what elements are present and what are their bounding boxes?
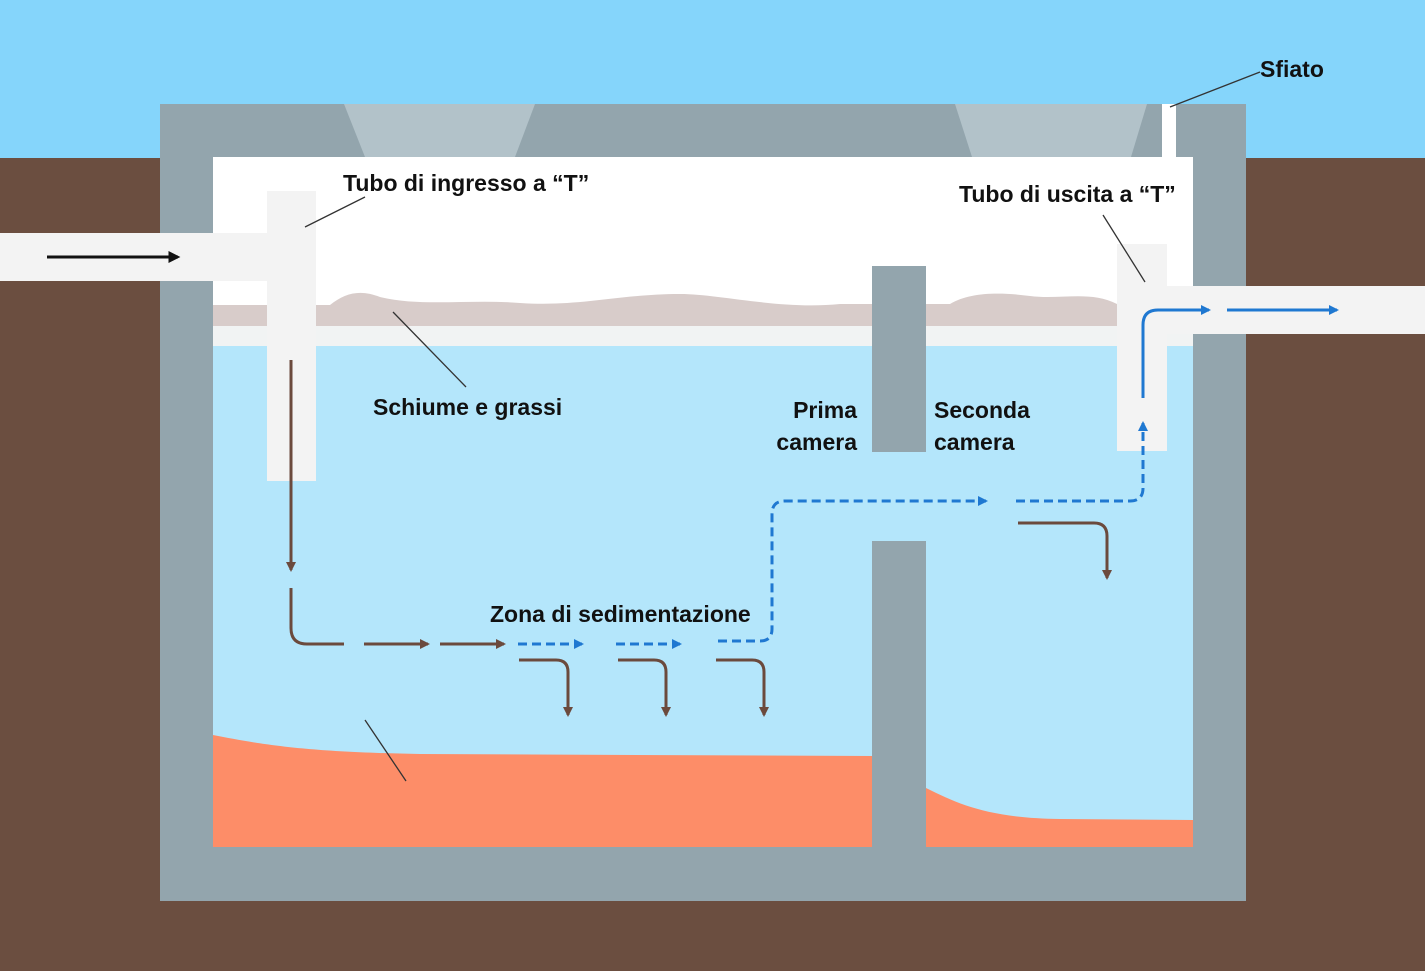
label-vent: Sfiato [1260, 56, 1324, 82]
brown-arrow-icon [519, 658, 573, 717]
brown-arrow-icon [1018, 521, 1112, 580]
vent-pipe [1162, 104, 1176, 289]
label-scum: Schiume e grassi [373, 394, 562, 420]
sludge-second-chamber [926, 788, 1193, 847]
leader-line-sludge [364, 719, 407, 782]
label-first-chamber-line2: camera [776, 429, 857, 455]
blue-arrow-icon [1141, 305, 1211, 398]
access-cover-left [344, 104, 535, 157]
blue-dashed-arrow-icon [718, 496, 988, 643]
access-cover-right [955, 104, 1147, 157]
leader-lines [304, 71, 1261, 782]
label-second-chamber-line2: camera [934, 429, 1015, 455]
baffle-wall-upper [872, 266, 926, 452]
solids-flow-arrows [286, 360, 1112, 717]
label-first-chamber-line1: Prima [793, 397, 857, 423]
brown-arrow-icon [716, 658, 769, 717]
surface-band [213, 326, 1193, 346]
blue-dashed-arrow-icon [1016, 421, 1148, 503]
brown-arrow-icon [289, 588, 344, 646]
brown-arrow-icon [618, 658, 671, 717]
label-inlet-pipe: Tubo di ingresso a “T” [343, 170, 589, 196]
leader-line-scum [392, 311, 467, 388]
leader-line-inlet [304, 196, 366, 228]
leader-line-outlet [1102, 214, 1146, 283]
baffle-wall-lower [872, 541, 926, 848]
scum-layer [213, 292, 1117, 326]
sludge-first-chamber [213, 735, 872, 847]
label-outlet-pipe: Tubo di uscita a “T” [959, 181, 1176, 207]
leader-line-vent [1169, 71, 1261, 108]
label-settling-zone: Zona di sedimentazione [490, 601, 751, 627]
label-second-chamber-line1: Seconda [934, 397, 1030, 423]
effluent-flow-arrows [518, 305, 1339, 649]
